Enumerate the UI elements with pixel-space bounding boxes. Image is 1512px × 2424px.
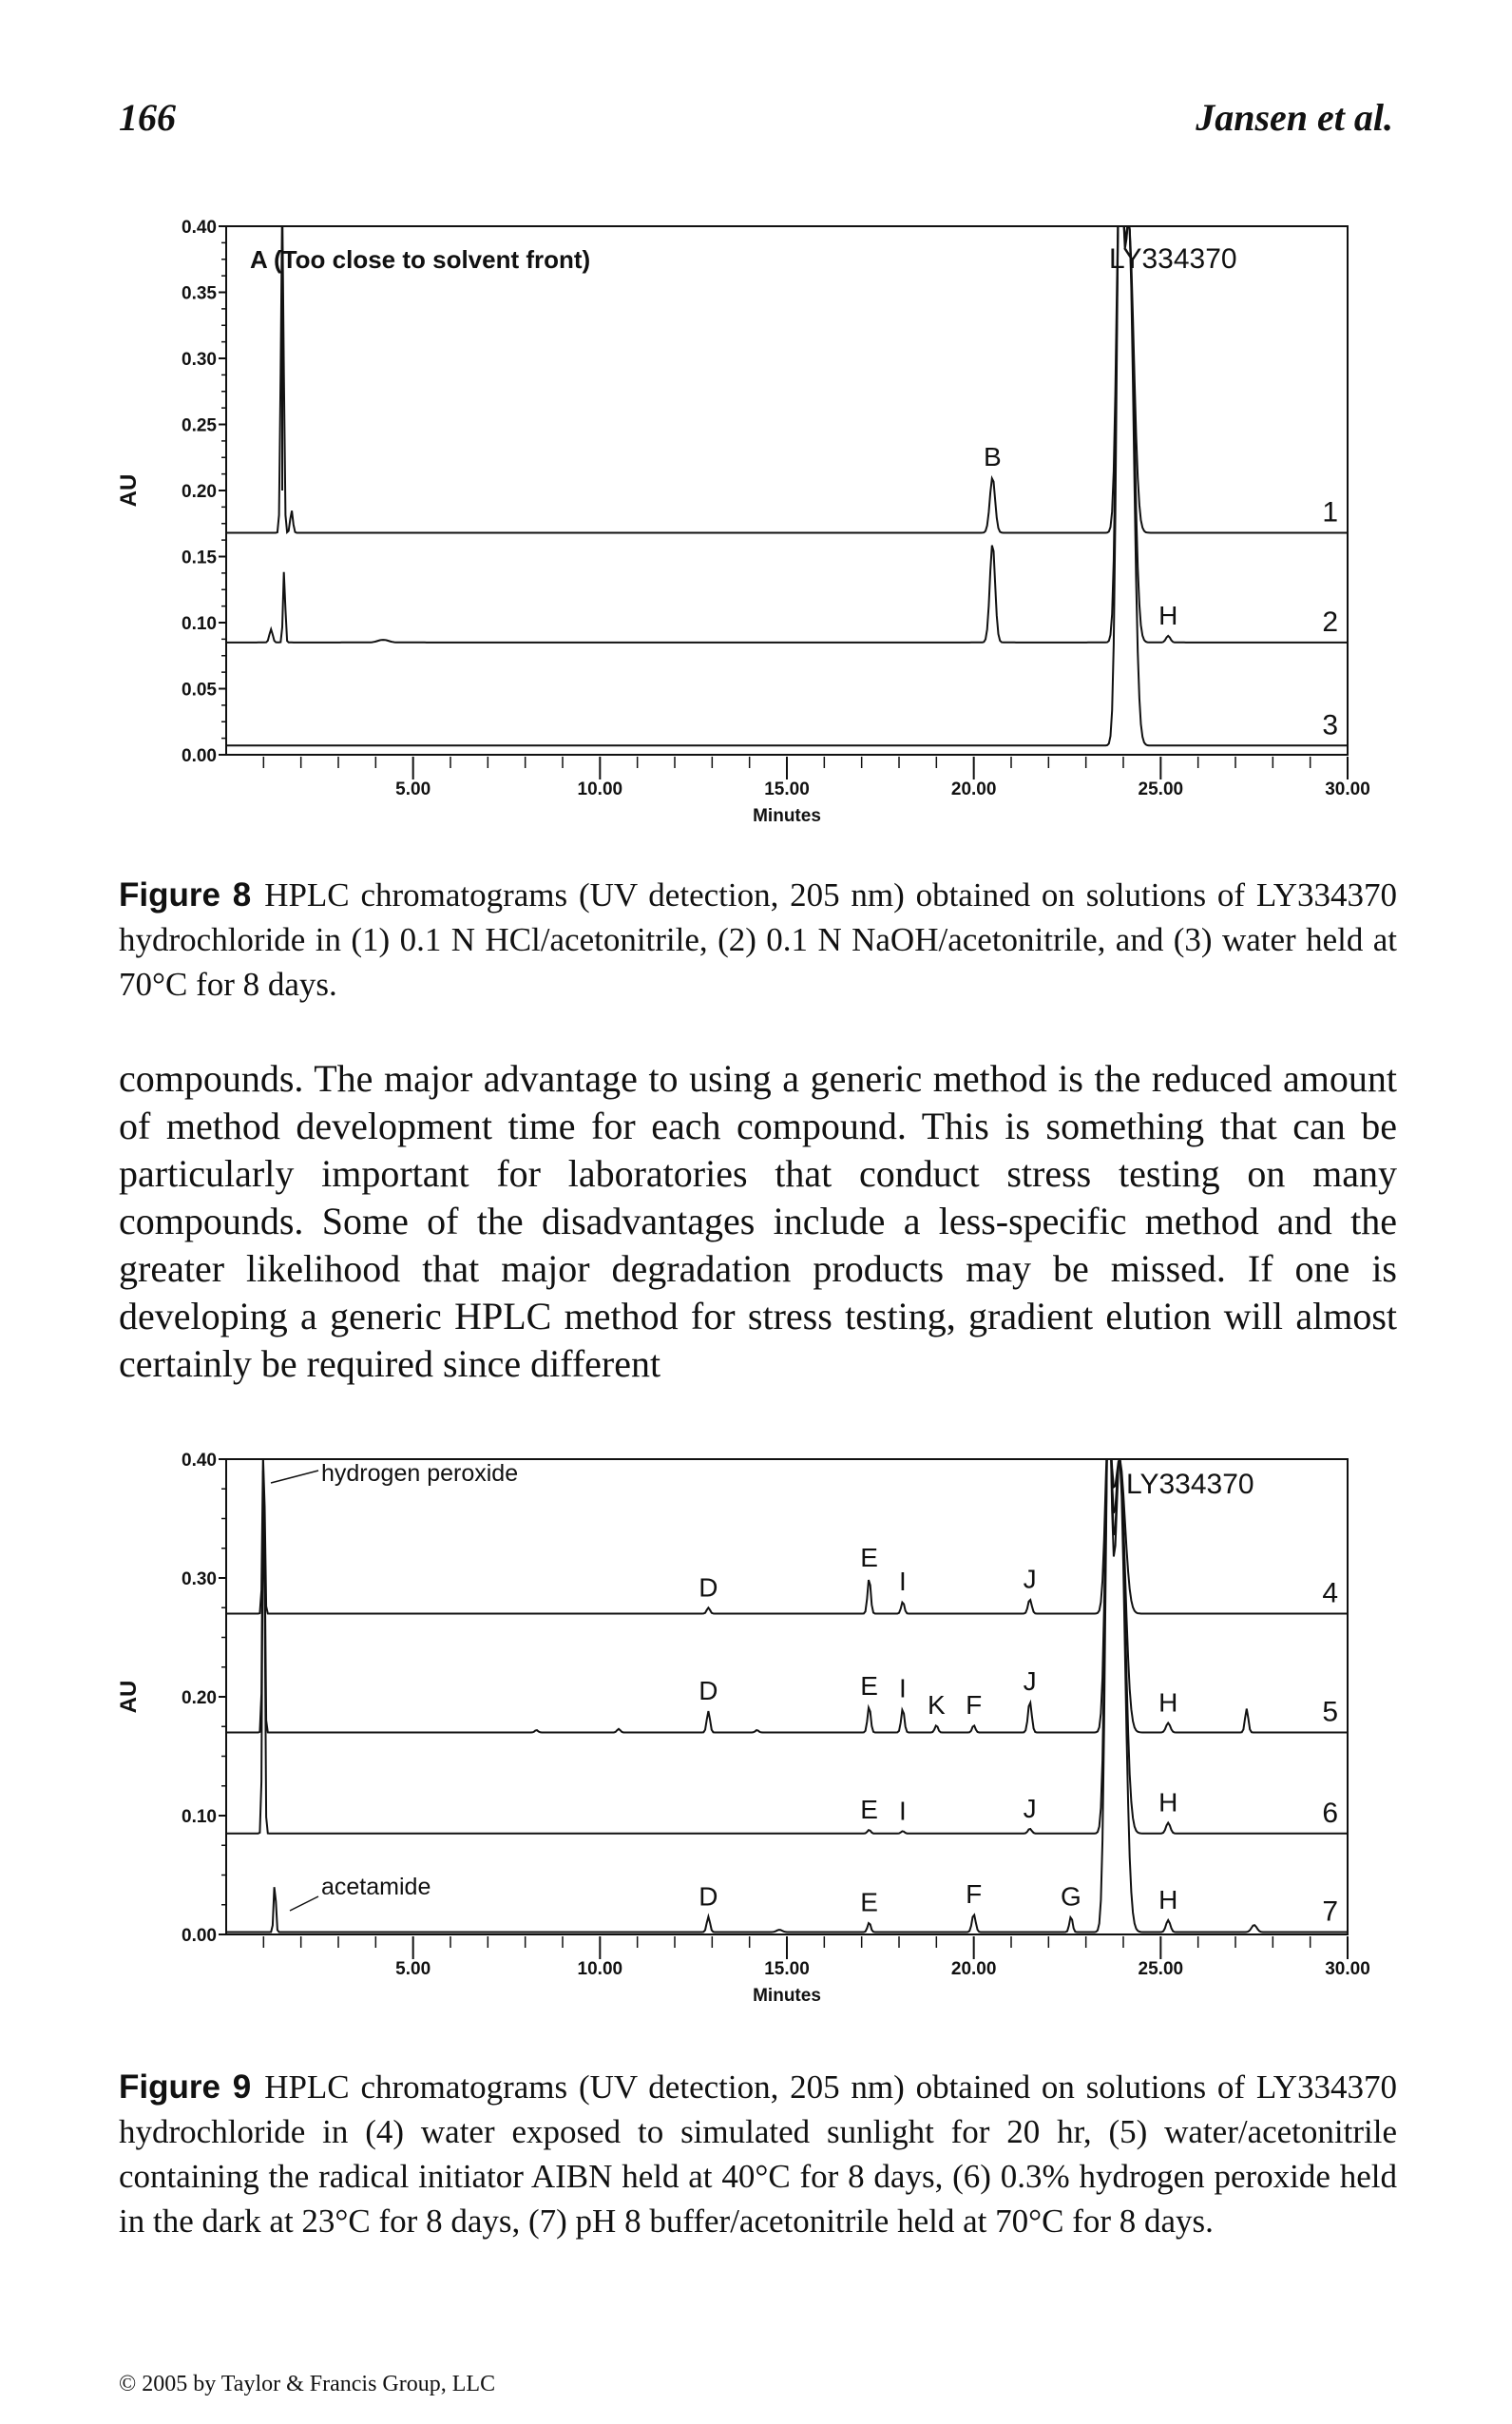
x-tick-label: 10.00 [578, 779, 623, 799]
y-tick-label: 0.30 [182, 350, 217, 370]
y-tick-label: 0.40 [182, 218, 217, 238]
figure-9-caption-text: HPLC chromatograms (UV detection, 205 nm… [119, 2068, 1397, 2240]
y-tick-label: 0.20 [182, 482, 217, 502]
x-tick-label: 30.00 [1325, 1959, 1370, 1979]
figure-8-caption-text: HPLC chromatograms (UV detection, 205 nm… [119, 876, 1397, 1003]
y-axis-label: AU [116, 1681, 142, 1714]
peak-label: K [928, 1690, 946, 1720]
peak-label: I [899, 1674, 907, 1703]
peak-label: E [860, 1543, 878, 1572]
traces [226, 226, 1348, 747]
peak-label: H [1158, 1688, 1177, 1718]
y-tick-label: 0.10 [182, 1807, 217, 1827]
series-label-7: 7 [1322, 1896, 1338, 1928]
figure-8-label: Figure 8 [119, 876, 252, 914]
x-tick-label: 20.00 [951, 779, 997, 799]
y-tick-label: 0.35 [182, 284, 217, 304]
figure-9-label: Figure 9 [119, 2068, 252, 2106]
peak-label: H [1158, 1788, 1177, 1818]
series-trace-1 [226, 226, 1348, 534]
x-tick-label: 15.00 [764, 1959, 810, 1979]
annotation-ly334370: LY334370 [1126, 1469, 1254, 1500]
peak-label: H [1158, 1885, 1177, 1914]
peak-label: J [1024, 1794, 1037, 1823]
series-label-1: 1 [1322, 496, 1338, 528]
series-label-5: 5 [1322, 1697, 1338, 1728]
plot-frame [225, 1458, 1349, 1935]
peak-label: J [1024, 1565, 1037, 1594]
x-tick-label: 25.00 [1139, 779, 1184, 799]
series-trace-6 [226, 1459, 1348, 1835]
peak-label: J [1024, 1666, 1037, 1696]
peak-label: B [984, 442, 1002, 471]
peak-label: F [966, 1690, 982, 1720]
x-tick-label: 30.00 [1325, 779, 1370, 799]
annotation-peak-a: A (Too close to solvent front) [250, 245, 590, 274]
y-tick-label: 0.05 [182, 681, 217, 701]
annotation-ly334370: LY334370 [1109, 243, 1237, 275]
traces [226, 1459, 1348, 1933]
y-axis-label: AU [116, 474, 142, 508]
x-tick-label: 20.00 [951, 1959, 997, 1979]
acetamide-pointer [289, 1895, 319, 1912]
x-axis-label: Minutes [753, 1986, 821, 2006]
series-trace-4 [226, 1459, 1348, 1615]
peak-label: I [899, 1567, 907, 1596]
running-head: Jansen et al. [1196, 96, 1393, 139]
y-tick-label: 0.10 [182, 614, 217, 634]
y-tick-label: 0.40 [182, 1451, 217, 1471]
peak-label: I [899, 1796, 907, 1825]
peak-label: D [699, 1572, 718, 1602]
body-paragraph: compounds. The major advantage to using … [119, 1057, 1397, 1385]
copyright-footer: © 2005 by Taylor & Francis Group, LLC [119, 2372, 496, 2396]
y-tick-label: 0.00 [182, 1926, 217, 1946]
x-tick-label: 10.00 [578, 1959, 623, 1979]
peak-label: F [966, 1879, 982, 1909]
hydrogen-peroxide-pointer [270, 1470, 319, 1484]
x-tick-label: 25.00 [1139, 1959, 1184, 1979]
peak-label: D [699, 1676, 718, 1705]
series-trace-2 [226, 226, 1348, 644]
peak-label: E [860, 1671, 878, 1701]
x-tick-label: 5.00 [395, 779, 431, 799]
series-trace-5 [226, 1459, 1348, 1734]
y-tick-label: 0.30 [182, 1569, 217, 1589]
series-trace-3 [226, 226, 1348, 747]
y-tick-label: 0.00 [182, 746, 217, 766]
peak-label: G [1061, 1881, 1081, 1911]
x-tick-label: 15.00 [764, 779, 810, 799]
series-label-4: 4 [1322, 1578, 1338, 1609]
series-label-2: 2 [1322, 606, 1338, 638]
x-tick-label: 5.00 [395, 1959, 431, 1979]
peak-label: E [860, 1888, 878, 1917]
annotation-acetamide: acetamide [321, 1874, 431, 1900]
x-axis-label: Minutes [753, 806, 821, 826]
series-label-3: 3 [1322, 709, 1338, 741]
y-tick-label: 0.25 [182, 416, 217, 436]
annotation-hydrogen-peroxide: hydrogen peroxide [321, 1460, 518, 1487]
y-tick-label: 0.15 [182, 548, 217, 568]
peak-label: H [1158, 601, 1177, 630]
page-number: 166 [119, 96, 176, 139]
plot-frame [225, 225, 1349, 756]
peak-label: E [860, 1795, 878, 1824]
y-tick-label: 0.20 [182, 1688, 217, 1708]
peak-label: D [699, 1881, 718, 1911]
series-label-6: 6 [1322, 1798, 1338, 1829]
series-trace-7 [226, 1459, 1348, 1933]
